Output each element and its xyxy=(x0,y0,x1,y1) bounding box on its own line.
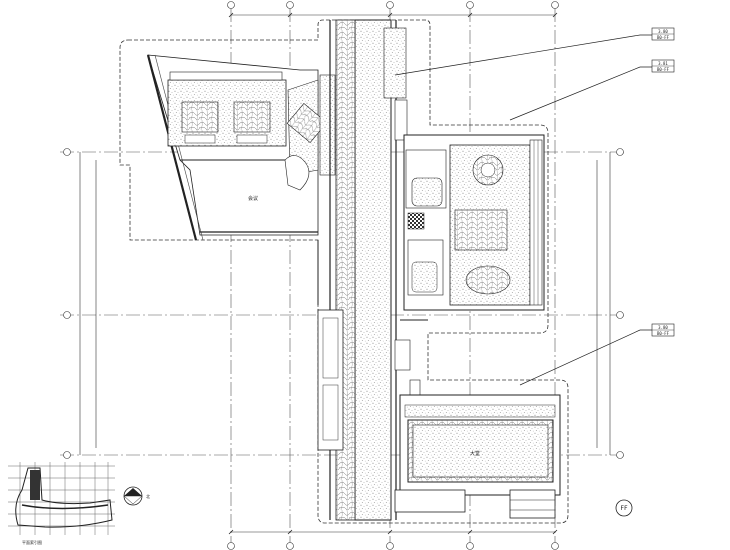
callout-c1: 3.80 B0-FF xyxy=(651,27,675,41)
key-plan-inset: 平面索引图 xyxy=(8,462,115,545)
callout-c1-line1: 3.80 xyxy=(658,29,668,34)
callout-c1-line2: B0-FF xyxy=(657,35,670,40)
dimension-lines xyxy=(79,14,611,533)
callout-c3: 3.80 B0-FF xyxy=(651,323,675,337)
key-plan-caption: 平面索引图 xyxy=(22,539,42,545)
callout-c3-line2: B0-FF xyxy=(657,331,670,336)
north-arrow-icon: 北 xyxy=(123,486,150,506)
north-label: 北 xyxy=(146,493,150,499)
central-corridor xyxy=(317,19,408,521)
right-suite xyxy=(403,134,545,311)
callout-c2-line2: B0-FF xyxy=(657,67,670,72)
zone-outlines xyxy=(119,19,569,524)
callout-c2: 3.81 B0-FF xyxy=(651,59,675,73)
dimension-ticks xyxy=(228,12,558,535)
sheet-marker-label: FF xyxy=(620,505,628,512)
sheet-marker: FF xyxy=(615,499,633,517)
left-wing xyxy=(146,54,336,241)
room-label-bottom-hall: 大堂 xyxy=(470,450,480,457)
callout-leaders xyxy=(394,34,652,386)
axis-bubbles xyxy=(63,1,624,550)
callout-c2-line1: 3.81 xyxy=(658,61,668,66)
mid-services xyxy=(394,319,428,406)
room-label-left-wing: 会议 xyxy=(248,195,258,202)
bottom-hall xyxy=(394,394,561,519)
callout-c3-line1: 3.80 xyxy=(658,325,668,330)
